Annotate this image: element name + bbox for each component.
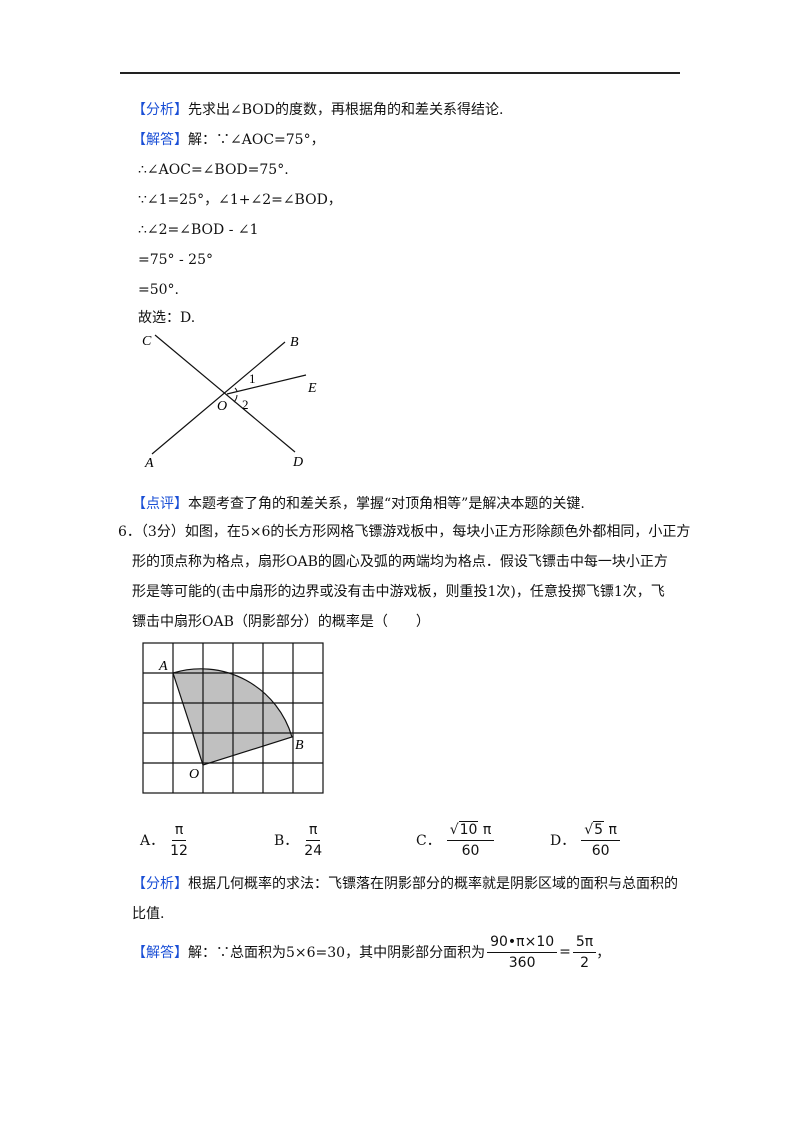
option-d-letter: D． [550,833,576,849]
grid-label-a: A [158,659,168,674]
line-cd [154,334,296,453]
q5-answer-line-7: 故选：D. [138,310,196,326]
option-d-den: 60 [591,842,610,859]
area-result-num: 5π [572,934,597,953]
q6-analysis-text: 根据几何概率的求法：飞镖落在阴影部分的概率就是阴影区域的面积与总面积的 [188,876,678,892]
angle-figure: C B E 1 O 2 A D [142,334,317,471]
grid-label-o: O [189,767,199,782]
q5-answer-line-3: ∵∠1=25°，∠1+∠2=∠BOD， [138,192,342,208]
option-d[interactable]: D． √5 π 60 [550,820,620,860]
q5-answer-line-1: 【解答】解：∵∠AOC=75°， [132,130,325,150]
option-c-radicand: 10 [458,820,479,838]
q6-stem-line-1: 6．（3分）如图，在5×6的长方形网格飞镖游戏板中，每块小正方形除颜色外都相同，… [118,524,691,540]
area-formula-den: 360 [508,954,536,971]
comment-text: 本题考查了角的和差关系，掌握“对顶角相等”是解决本题的关键. [188,496,585,512]
q5-analysis: 【分析】先求出∠BOD的度数，再根据角的和差关系得结论. [132,100,503,120]
q6-answer-tag: 【解答】 [132,945,188,961]
line-ab [151,341,286,455]
label-d: D [292,455,303,470]
q5-answer-line-6: =50°. [138,282,179,298]
q6-stem-line-3: 形是等可能的(击中扇形的边界或没有击中游戏板，则重投1次)，任意投掷飞镖1次，飞 [132,584,665,600]
q5-answer-line-4: ∴∠2=∠BOD - ∠1 [138,222,259,238]
option-d-fraction: √5 π 60 [581,820,620,859]
q6-analysis-tag: 【分析】 [132,876,188,892]
q5-comment: 【点评】本题考查了角的和差关系，掌握“对顶角相等”是解决本题的关键. [132,494,585,514]
option-c-letter: C． [416,833,441,849]
option-a-num: π [171,822,187,841]
q6-stem-line-2: 形的顶点称为格点，扇形OAB的圆心及弧的两端均为格点．假设飞镖击中每一块小正方 [132,554,668,570]
label-b: B [290,335,299,350]
option-c-num: √10 π [446,820,495,841]
label-o: O [217,399,227,414]
q6-stem-line-4: 镖击中扇形OAB（阴影部分）的概率是（ ） [132,614,430,630]
option-d-pi: π [608,821,617,838]
area-formula-num: 90•π×10 [487,934,558,953]
grid-lines [142,642,324,794]
analysis-tag: 【分析】 [132,102,188,118]
option-b[interactable]: B． π 24 [274,820,322,860]
area-result: 5π 2 [572,934,597,971]
answer-text: 解：∵∠AOC=75°， [188,132,325,148]
option-c[interactable]: C． √10 π 60 [416,820,495,860]
comment-tag: 【点评】 [132,496,188,512]
grid-label-b: B [295,738,304,753]
angle-1-arc [234,387,238,392]
label-e: E [307,381,317,396]
option-c-fraction: √10 π 60 [446,820,495,859]
equals-sign: = [559,944,571,960]
area-result-den: 2 [580,954,589,971]
option-a-den: 12 [170,842,188,859]
option-a-letter: A． [140,833,165,849]
answer-tag: 【解答】 [132,132,188,148]
label-angle-1: 1 [249,371,256,386]
option-a-fraction: π 12 [170,822,188,859]
option-d-num: √5 π [581,820,620,841]
q5-answer-line-2: ∴∠AOC=∠BOD=75°. [138,162,289,178]
option-c-pi: π [482,821,492,838]
q6-answer: 【解答】 解：∵总面积为5×6=30，其中阴影部分面积为 90•π×10 360… [132,932,610,972]
option-b-den: 24 [304,842,323,859]
ray-oe [226,374,307,395]
q6-analysis-line-2: 比值. [132,906,165,922]
angle-2-arc [233,394,238,403]
q5-answer-line-5: =75° - 25° [138,252,213,268]
option-c-den: 60 [461,842,480,859]
header-rule [120,72,680,74]
option-b-num: π [305,822,321,841]
label-angle-2: 2 [242,397,249,412]
grid-figure: A B O [142,642,324,794]
q6-answer-text: 解：∵总面积为5×6=30，其中阴影部分面积为 [188,945,486,961]
q6-analysis-line-1: 【分析】根据几何概率的求法：飞镖落在阴影部分的概率就是阴影区域的面积与总面积的 [132,874,678,894]
option-b-letter: B． [274,833,299,849]
option-d-radicand: 5 [593,820,605,838]
option-a[interactable]: A． π 12 [140,820,188,860]
label-c: C [142,334,152,349]
analysis-text: 先求出∠BOD的度数，再根据角的和差关系得结论. [188,102,504,118]
area-formula: 90•π×10 360 [487,934,558,971]
option-b-fraction: π 24 [304,822,322,859]
trailing-comma: ， [596,945,611,961]
label-a: A [144,456,154,471]
